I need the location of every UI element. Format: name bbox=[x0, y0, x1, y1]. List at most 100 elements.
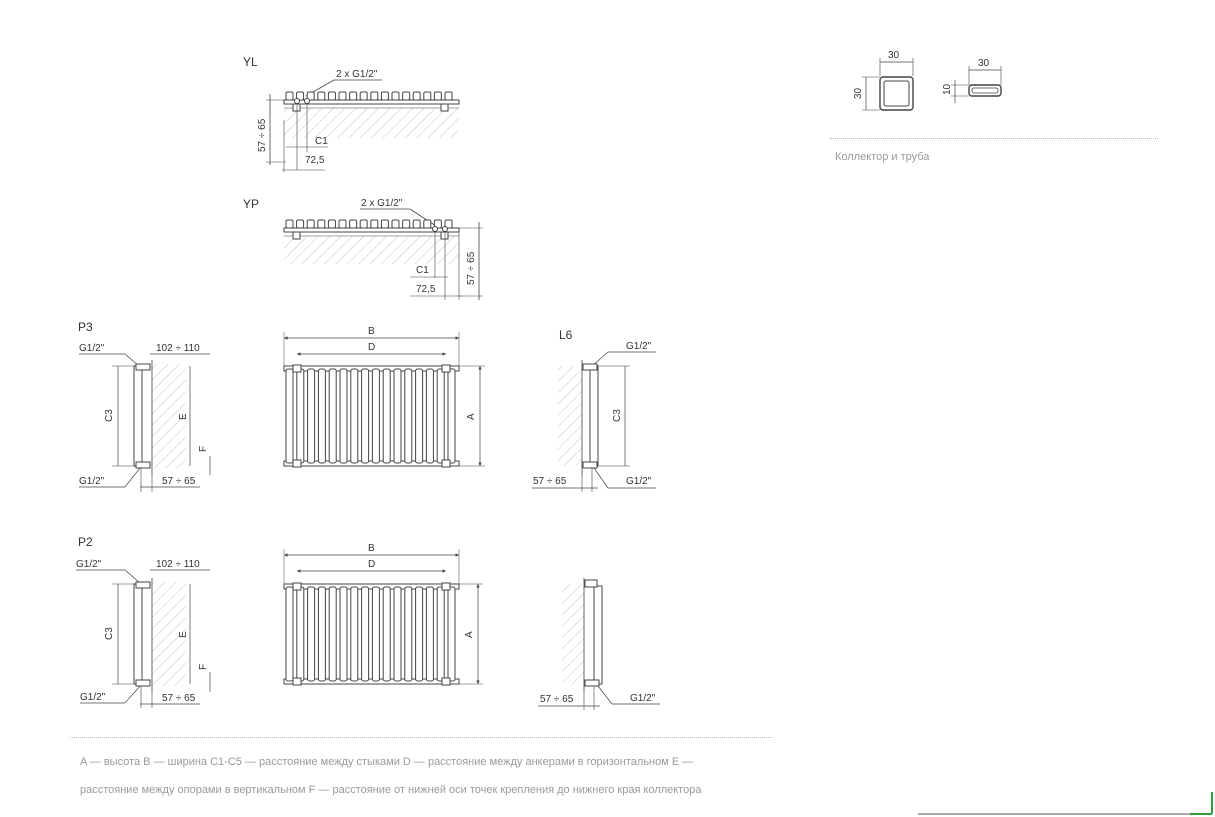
tube bbox=[296, 586, 305, 682]
fin bbox=[444, 91, 453, 101]
yl-radiator bbox=[285, 91, 453, 101]
yp-connector-label: 2 x G1/2" bbox=[361, 198, 403, 209]
tube bbox=[415, 368, 424, 464]
fin bbox=[370, 91, 379, 101]
fin bbox=[391, 91, 400, 101]
fin bbox=[402, 91, 411, 101]
front-top-b-label: B bbox=[368, 326, 375, 337]
corner-accent bbox=[918, 792, 1213, 815]
tube bbox=[371, 586, 380, 682]
diagram-profile: 30 30 30 10 bbox=[853, 50, 1002, 111]
front-top-d-label: D bbox=[368, 342, 375, 353]
tube bbox=[393, 368, 402, 464]
tube bbox=[404, 368, 413, 464]
tube bbox=[436, 586, 445, 682]
fin bbox=[412, 91, 421, 101]
p2-depth-bottom-label: 57 ÷ 65 bbox=[162, 693, 196, 704]
top-collector bbox=[283, 583, 460, 590]
tube bbox=[447, 368, 456, 464]
front-top-a-label: A bbox=[466, 413, 477, 420]
yp-radiator bbox=[285, 219, 453, 229]
anchor bbox=[441, 364, 451, 373]
bottom-collector bbox=[283, 678, 460, 685]
fin bbox=[423, 219, 432, 229]
tube bbox=[285, 586, 294, 682]
tube bbox=[382, 368, 391, 464]
tube-height-label: 10 bbox=[942, 83, 953, 95]
p2-g-top-label: G1/2" bbox=[76, 559, 102, 570]
tube bbox=[350, 368, 359, 464]
p2-c3-label: C3 bbox=[104, 627, 115, 640]
fin bbox=[338, 219, 347, 229]
p2-g-bottom-label: G1/2" bbox=[80, 692, 106, 703]
diagram-p3-side: P3 G1/2" 102 ÷ 110 C3 E F G1/2" 57 ÷ 65 bbox=[78, 320, 211, 492]
p2-e-label: E bbox=[178, 631, 189, 638]
fin bbox=[433, 91, 442, 101]
tube-width-label: 30 bbox=[978, 58, 990, 69]
yl-connector-label: 2 x G1/2" bbox=[336, 69, 378, 80]
diagram-l6-side: L6 G1/2" C3 57 ÷ 65 G1/2" bbox=[532, 328, 656, 492]
fin bbox=[380, 219, 389, 229]
l6-title: L6 bbox=[559, 328, 573, 342]
fin bbox=[349, 91, 358, 101]
tube bbox=[339, 368, 348, 464]
diagram-p2-side: P2 G1/2" 102 ÷ 110 C3 E F G1/2" 57 ÷ 65 bbox=[76, 535, 211, 708]
fin bbox=[317, 219, 326, 229]
p3-f-label: F bbox=[198, 446, 209, 452]
tube bbox=[350, 586, 359, 682]
tube bbox=[382, 586, 391, 682]
legend-line-1: A — высота B — ширина C1-C5 — расстояние… bbox=[80, 756, 694, 768]
tube bbox=[361, 586, 370, 682]
diagram-yl: YL 2 x G1/2" 57 ÷ 65 C1 72,5 bbox=[243, 55, 460, 172]
yp-offset-label: 72,5 bbox=[416, 284, 436, 295]
anchor bbox=[441, 677, 451, 686]
tube bbox=[296, 368, 305, 464]
l6-g-bottom-label: G1/2" bbox=[626, 476, 652, 487]
anchor bbox=[441, 582, 451, 591]
fin bbox=[317, 91, 326, 101]
tube bbox=[339, 586, 348, 682]
front-top-radiator bbox=[283, 364, 460, 468]
fin bbox=[327, 91, 336, 101]
fin bbox=[423, 91, 432, 101]
tube bbox=[404, 586, 413, 682]
tube bbox=[307, 368, 316, 464]
tube bbox=[447, 586, 456, 682]
tube bbox=[361, 368, 370, 464]
p3-depth-top-label: 102 ÷ 110 bbox=[156, 343, 200, 354]
yp-title: YP bbox=[243, 197, 259, 211]
anchor bbox=[292, 582, 302, 591]
tube bbox=[317, 368, 326, 464]
fin bbox=[327, 219, 336, 229]
yl-title: YL bbox=[243, 55, 258, 69]
fin bbox=[349, 219, 358, 229]
fin bbox=[359, 91, 368, 101]
fin bbox=[412, 219, 421, 229]
bottom-collector bbox=[283, 460, 460, 467]
fin bbox=[359, 219, 368, 229]
tube bbox=[285, 368, 294, 464]
tube bbox=[425, 368, 434, 464]
tube bbox=[317, 586, 326, 682]
yl-offset-label: 72,5 bbox=[305, 155, 325, 166]
l6-c3-label: C3 bbox=[612, 409, 623, 422]
front-bottom-a-label: A bbox=[464, 631, 475, 638]
p3-title: P3 bbox=[78, 320, 93, 334]
fin bbox=[380, 91, 389, 101]
collector-height-label: 30 bbox=[853, 87, 864, 99]
side-bottom-g-label: G1/2" bbox=[630, 693, 656, 704]
p3-g-bottom-label: G1/2" bbox=[79, 476, 105, 487]
front-bottom-b-label: B bbox=[368, 543, 375, 554]
p3-g-top-label: G1/2" bbox=[79, 343, 105, 354]
anchor bbox=[292, 459, 302, 468]
legend-line-2: расстояние между опорами в вертикальном … bbox=[80, 784, 702, 796]
tube bbox=[371, 368, 380, 464]
side-bottom-depth-label: 57 ÷ 65 bbox=[540, 694, 574, 705]
profile-caption: Коллектор и труба bbox=[835, 151, 930, 163]
p3-e-label: E bbox=[178, 413, 189, 420]
anchor bbox=[441, 459, 451, 468]
yl-height-label: 57 ÷ 65 bbox=[257, 118, 268, 152]
tube bbox=[328, 368, 337, 464]
tube bbox=[307, 586, 316, 682]
tube bbox=[415, 586, 424, 682]
